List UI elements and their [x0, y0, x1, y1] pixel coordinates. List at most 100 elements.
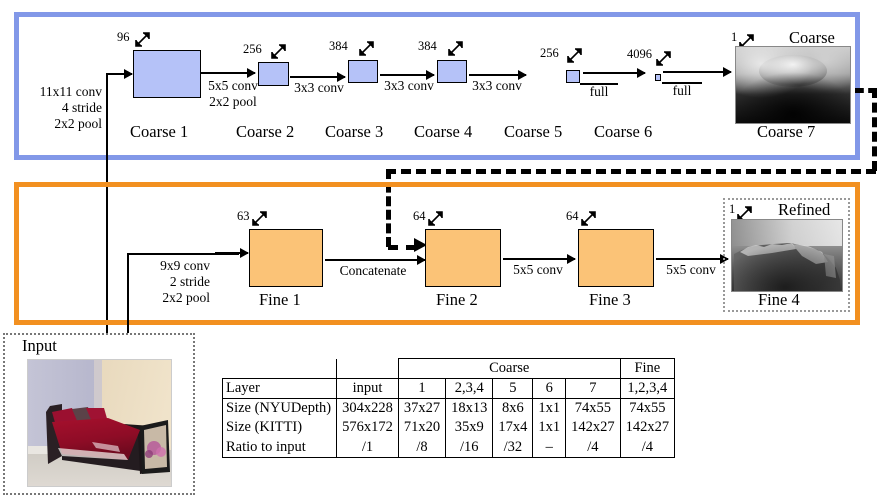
op-fine2-to-fine3: 5x5 conv [501, 262, 575, 278]
row-label-kitti: Size (KITTI) [221, 418, 338, 438]
table-row: Size (KITTI) 576x172 71x20 35x9 17x4 1x1… [221, 418, 676, 438]
skip-connection-segment-left [386, 169, 391, 247]
cell-kitti-fine: 142x27 [619, 418, 676, 438]
arrow-fine2-to-fine3 [503, 254, 576, 264]
cell-kitti-c5: 17x4 [492, 418, 534, 438]
op-input-to-coarse1: 11x11 conv 4 stride 2x2 pool [18, 84, 102, 132]
column-header-input: input [336, 378, 399, 400]
cell-nyudepth-fine: 74x55 [619, 398, 676, 419]
op-input-to-coarse1-line-3: 2x2 pool [54, 116, 102, 131]
feature-map-coarse-5 [566, 70, 580, 83]
stage-label-coarse-6: Coarse 6 [594, 122, 653, 141]
cell-nyudepth-c5: 8x6 [492, 398, 534, 419]
op-coarse1-to-coarse2-line-1: 5x5 conv [208, 78, 258, 93]
op-coarse4-to-coarse5-line-1: 3x3 conv [472, 78, 522, 93]
fine-network-container [14, 182, 860, 325]
stage-label-coarse-2: Coarse 2 [236, 122, 295, 141]
cell-nyudepth-c7: 74x55 [565, 398, 621, 419]
op-coarse5-to-coarse6: full [578, 84, 620, 100]
group-header-fine: Fine [619, 357, 676, 380]
op-fine1-to-fine2-line-1: Concatenate [339, 263, 407, 278]
fine-output-frame [723, 198, 850, 312]
arrow-fine1-to-fine2 [325, 255, 426, 265]
cell-nyudepth-c1: 37x27 [397, 398, 447, 419]
op-coarse3-to-coarse4: 3x3 conv [378, 78, 440, 94]
fine-4-depth-map [731, 219, 843, 292]
cell-ratio-c7: /4 [565, 437, 621, 458]
cell-kitti-c7: 142x27 [565, 418, 621, 438]
cell-ratio-input: /1 [336, 437, 399, 458]
column-header-c1: 1 [397, 378, 447, 400]
coarse-7-channels: 1 [731, 30, 738, 44]
skip-connection-segment-right [872, 88, 877, 171]
coarse-1-channel-arrow-icon [134, 31, 151, 48]
op-coarse5-to-coarse6-line-1: full [589, 84, 609, 99]
cell-nyudepth-input: 304x228 [336, 398, 399, 419]
skip-connection-segment-top [855, 88, 877, 93]
op-input-to-coarse1-line-1: 11x11 conv [39, 84, 102, 99]
op-input-to-fine1-line-1: 9x9 conv [160, 258, 210, 273]
stage-label-coarse-3: Coarse 3 [325, 122, 384, 141]
fine-3-channel-arrow-icon [580, 210, 597, 227]
fine-4-channels: 1 [729, 202, 736, 216]
skip-connection-segment-across [386, 169, 876, 174]
arrow-coarse6-to-coarse7 [663, 67, 732, 77]
feature-map-fine-2 [425, 229, 501, 287]
input-panel-label: Input [22, 336, 57, 355]
coarse-6-channels: 4096 [627, 47, 652, 61]
column-header-c7: 7 [565, 378, 621, 400]
cell-nyudepth-c234: 18x13 [445, 398, 494, 419]
feature-map-coarse-2 [258, 62, 289, 86]
input-image [27, 359, 172, 487]
skip-connection-segment-into-fine2 [388, 245, 416, 250]
input-to-coarse1-arrow [106, 69, 133, 79]
cell-ratio-c234: /16 [445, 437, 494, 458]
op-input-to-coarse1-line-2: 4 stride [61, 100, 102, 115]
coarse-2-channels: 256 [243, 42, 262, 56]
stage-label-coarse-5: Coarse 5 [504, 122, 563, 141]
column-header-c5: 5 [492, 378, 534, 400]
group-header-input [336, 358, 399, 380]
fine-3-channels: 64 [566, 209, 579, 223]
feature-map-coarse-4 [437, 60, 467, 83]
op-coarse6-to-coarse7: full [660, 83, 704, 99]
coarse-4-channels: 384 [418, 39, 437, 53]
column-header-layer: Layer [221, 378, 338, 400]
arrow-coarse5-to-coarse6 [583, 68, 646, 78]
row-label-ratio: Ratio to input [221, 437, 338, 458]
skip-connection-arrow-head-icon [414, 238, 427, 252]
op-fine3-to-fine4: 5x5 conv [654, 262, 728, 278]
fine-1-channel-arrow-icon [251, 210, 268, 227]
arrow-fine3-to-fine4 [656, 254, 729, 264]
coarse-3-channel-arrow-icon [358, 40, 375, 57]
op-coarse4-to-coarse5: 3x3 conv [466, 78, 528, 94]
rule-coarse6-to-coarse7 [662, 82, 702, 84]
coarse-5-channel-arrow-icon [566, 47, 583, 64]
cell-ratio-fine: /4 [619, 437, 676, 458]
arrow-coarse4-to-coarse5 [469, 70, 527, 80]
coarse-1-channels: 96 [117, 30, 130, 44]
group-header-coarse: Coarse [397, 357, 621, 380]
cell-kitti-c6: 1x1 [532, 418, 567, 438]
feature-map-fine-3 [578, 229, 654, 287]
coarse-2-channel-arrow-icon [270, 43, 287, 60]
stage-label-fine-2: Fine 2 [436, 290, 478, 309]
op-coarse3-to-coarse4-line-1: 3x3 conv [384, 78, 434, 93]
coarse-5-channels: 256 [540, 46, 559, 60]
input-to-coarse-riser [106, 74, 108, 336]
fine-output-title: Refined [778, 200, 831, 219]
coarse-output-title: Coarse [789, 28, 835, 47]
column-header-fine-layers: 1,2,3,4 [619, 378, 676, 400]
cell-ratio-c6: – [532, 437, 567, 458]
op-coarse6-to-coarse7-line-1: full [672, 83, 692, 98]
row-label-nyudepth: Size (NYUDepth) [221, 398, 338, 419]
stage-label-coarse-1: Coarse 1 [130, 122, 189, 141]
cell-kitti-c234: 35x9 [445, 418, 494, 438]
op-coarse1-to-coarse2-line-2: 2x2 pool [209, 94, 257, 109]
fine-2-channels: 64 [413, 209, 426, 223]
layer-size-table: Coarse Fine Layer input 1 2,3,4 5 6 7 1,… [221, 357, 676, 458]
group-header-blank [223, 359, 337, 379]
stage-label-coarse-7: Coarse 7 [757, 122, 816, 141]
column-header-c234: 2,3,4 [445, 378, 494, 400]
